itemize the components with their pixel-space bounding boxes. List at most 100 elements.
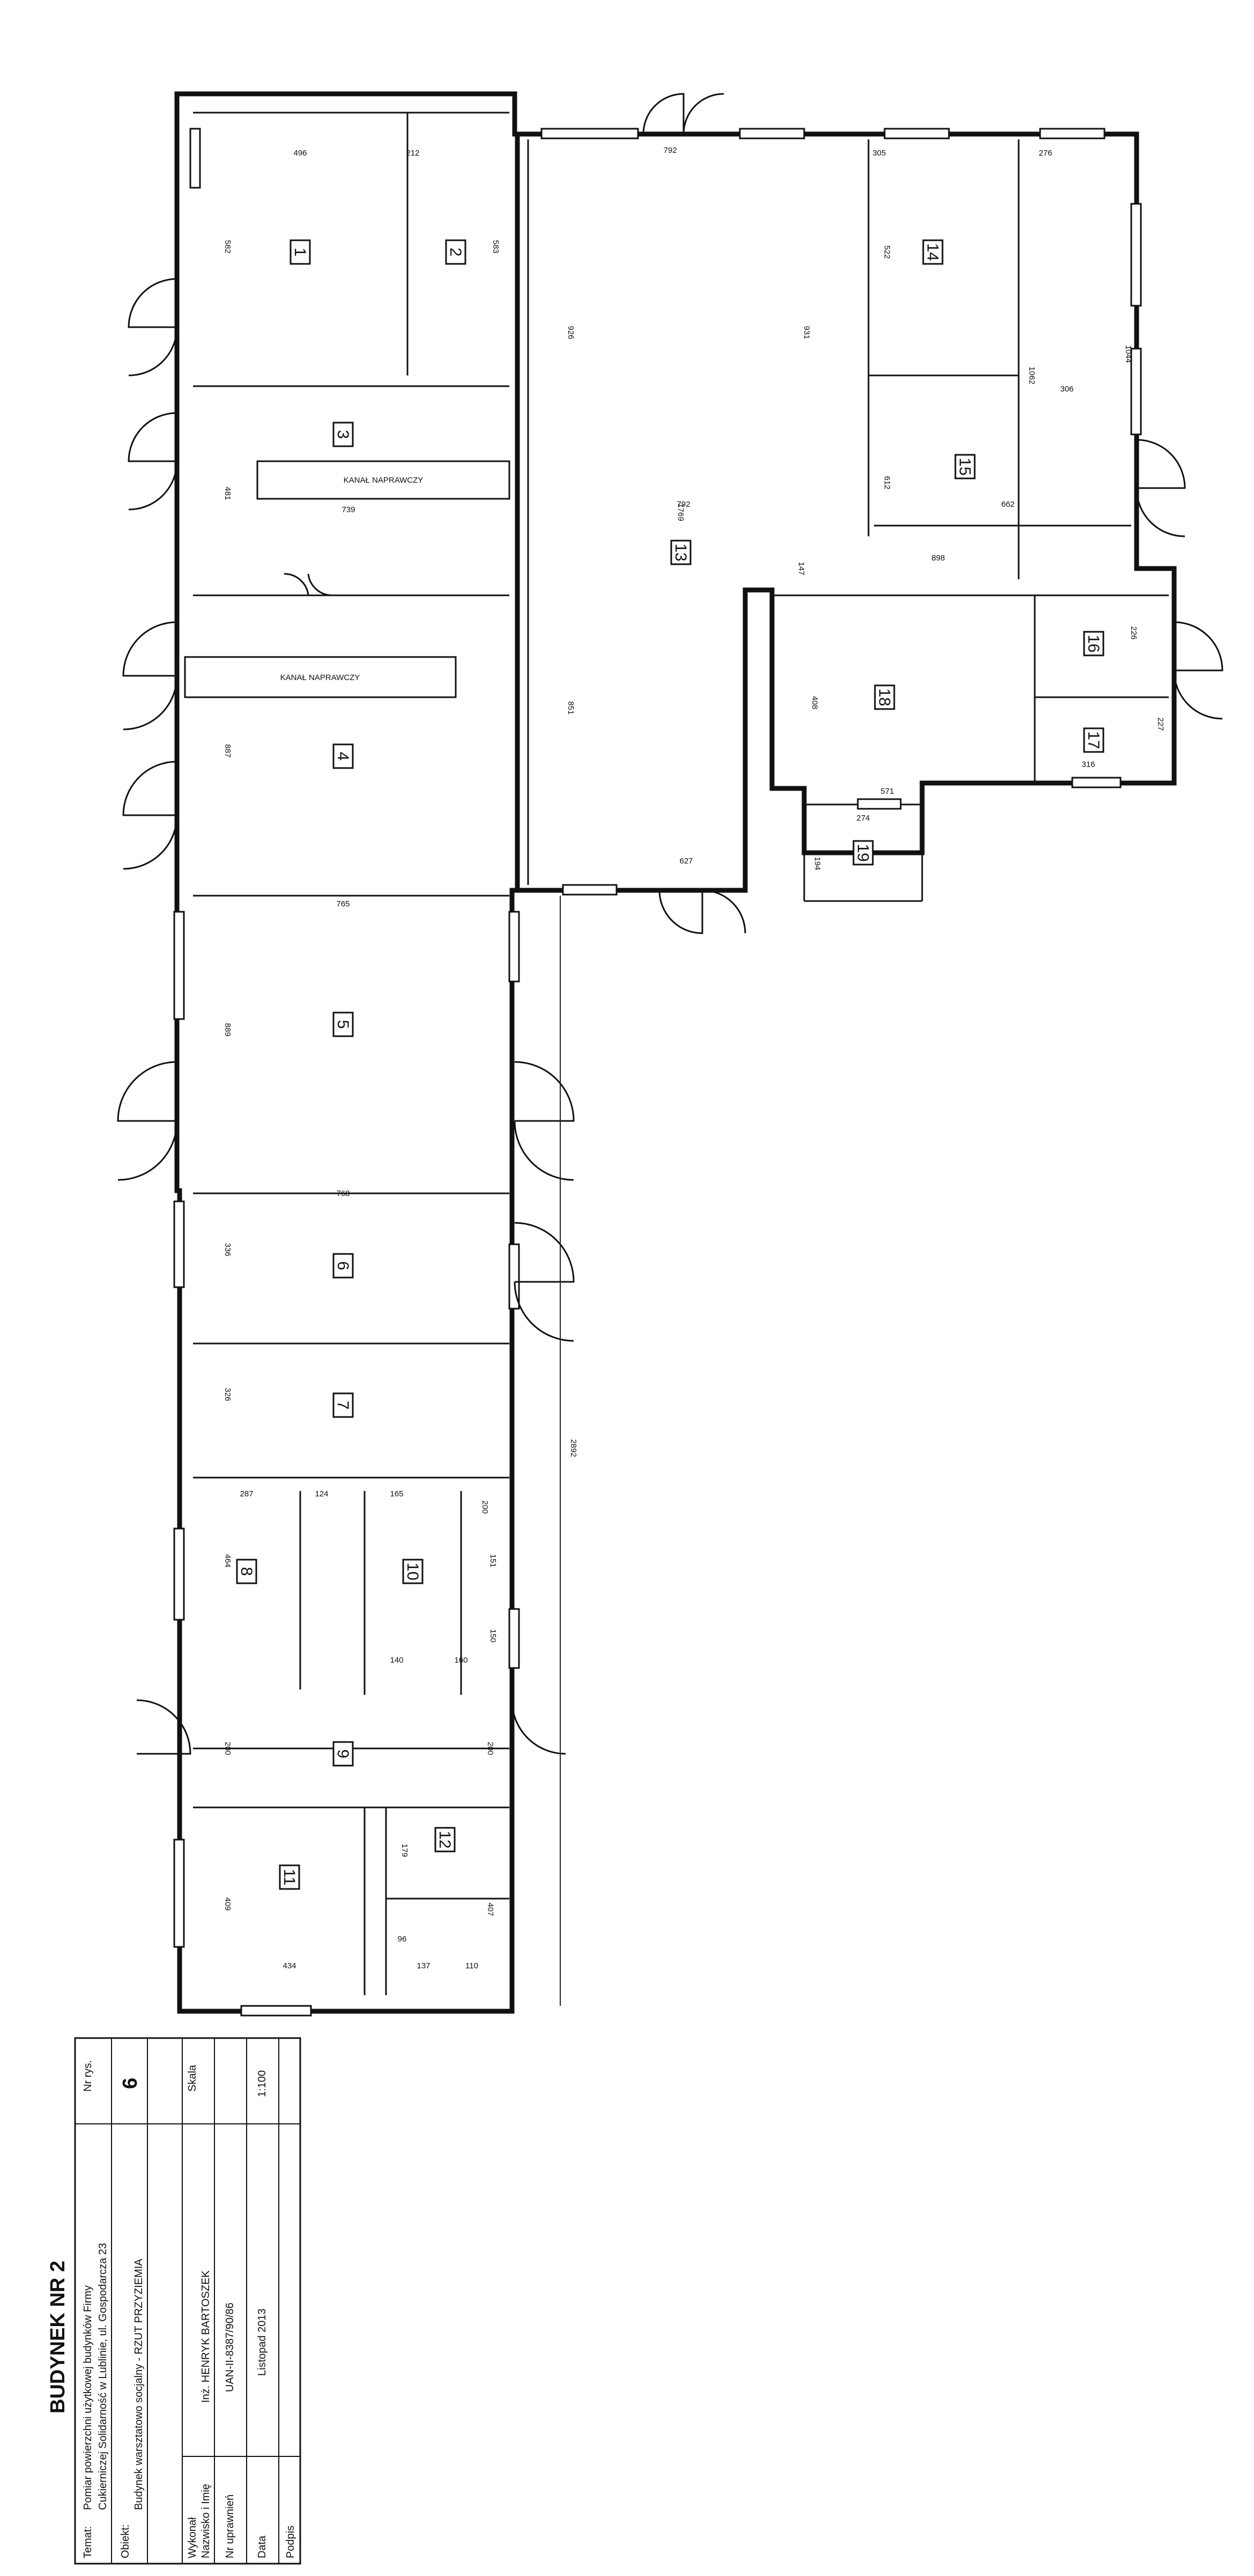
- dimension-label: 110: [465, 1961, 478, 1970]
- dimension-label: 612: [882, 476, 892, 489]
- dimension-label: 662: [1001, 500, 1014, 509]
- room-number: 17: [1085, 731, 1102, 749]
- room-label-box: [236, 1559, 257, 1584]
- dimension-label: 306: [1060, 385, 1073, 394]
- room-label-box: [922, 239, 944, 265]
- dimension-label: 165: [390, 1489, 403, 1499]
- dimension-label: 226: [1129, 626, 1138, 639]
- dimension-label: 160: [454, 1656, 468, 1665]
- room-label-8: 8: [236, 1559, 257, 1584]
- repair-channel-1: [256, 460, 510, 500]
- dimension-label: 1769: [676, 503, 685, 521]
- dimension-label: 1044: [1124, 345, 1133, 363]
- dimension-label: 305: [872, 149, 886, 158]
- room-number: 12: [436, 1830, 454, 1848]
- plan-walls: [174, 91, 1177, 2014]
- room-label-box: [332, 1392, 354, 1418]
- room-label-box: [874, 684, 895, 710]
- dimension-label: 408: [810, 696, 819, 709]
- dimension-label: 768: [336, 1189, 350, 1198]
- dimension-label: 194: [813, 857, 822, 870]
- dimension-label: 2892: [569, 1439, 578, 1457]
- room-number: 8: [238, 1567, 255, 1576]
- room-label-17: 17: [1083, 727, 1104, 753]
- dimension-label: 481: [223, 486, 232, 500]
- room-number: 19: [854, 844, 872, 861]
- room-label-box: [332, 1253, 354, 1279]
- dimension-label: 227: [1156, 717, 1165, 730]
- scale-label: Skala: [187, 2064, 198, 2092]
- dimension-label: 137: [417, 1961, 430, 1970]
- room-number: 9: [334, 1750, 352, 1759]
- dimension-label: 765: [336, 899, 350, 909]
- tb-row-label: Data: [256, 2535, 268, 2558]
- dimension-label: 926: [566, 326, 575, 339]
- dimension-label: 464: [223, 1554, 232, 1567]
- room-number: 2: [447, 248, 464, 257]
- room-label-box: [332, 422, 354, 447]
- room-label-box: [852, 840, 874, 866]
- dimension-label: 887: [223, 744, 232, 757]
- room-label-4: 4: [332, 743, 354, 769]
- room-label-2: 2: [445, 239, 466, 265]
- dimension-label: 140: [390, 1656, 403, 1665]
- room-number: 10: [404, 1562, 421, 1580]
- dimension-label: 851: [566, 701, 575, 714]
- tb-row-value: UAN-II-8387/90/86: [224, 2302, 236, 2392]
- room-label-box: [1083, 727, 1104, 753]
- room-label-6: 6: [332, 1253, 354, 1279]
- dimension-label: 792: [677, 500, 690, 509]
- tb-row-label: Wykonał: [187, 2517, 198, 2558]
- sheet-number: 6: [119, 2078, 142, 2089]
- dimension-label: 150: [488, 1629, 498, 1642]
- dimension-label: 274: [856, 814, 870, 823]
- dimension-label: 739: [342, 505, 355, 514]
- room-label-13: 13: [670, 540, 692, 565]
- dimension-label: 276: [1038, 149, 1052, 158]
- room-label-5: 5: [332, 1012, 354, 1037]
- room-label-1: 1: [290, 239, 311, 265]
- dimension-label: 627: [679, 857, 693, 866]
- room-label-box: [1083, 631, 1104, 656]
- dimension-label: 434: [283, 1961, 296, 1970]
- dimension-label: 931: [802, 326, 811, 339]
- dimension-label: 151: [488, 1554, 498, 1567]
- dimension-label: 124: [315, 1489, 328, 1499]
- dimension-label: 96: [398, 1935, 407, 1944]
- dimension-label: 212: [406, 149, 419, 158]
- dimension-label: 582: [223, 240, 232, 253]
- room-number: 14: [924, 243, 941, 261]
- scale-value: 1:100: [256, 2070, 268, 2097]
- room-label-3: 3: [332, 422, 354, 447]
- room-label-7: 7: [332, 1392, 354, 1418]
- windows: [173, 128, 1142, 2017]
- tb-row-value: Pomiar powierzchni użytkowej budynków Fi…: [82, 2285, 94, 2510]
- title-block: BUDYNEK NR 2 Temat: Pomiar powierzchni u…: [47, 2037, 301, 2565]
- room-label-12: 12: [434, 1827, 456, 1852]
- repair-channel-label: KANAŁ NAPRAWCZY: [280, 673, 360, 682]
- dimension-label: 889: [223, 1023, 232, 1036]
- room-number: 7: [334, 1401, 352, 1410]
- room-label-11: 11: [279, 1864, 300, 1890]
- repair-channel-label: KANAŁ NAPRAWCZY: [344, 476, 424, 485]
- room-number: 6: [334, 1261, 352, 1271]
- room-label-10: 10: [402, 1559, 424, 1584]
- room-number: 11: [280, 1869, 298, 1885]
- room-label-box: [445, 239, 466, 265]
- room-number: 5: [334, 1020, 352, 1029]
- repair-channel-2: [184, 656, 457, 698]
- dimension-label: 147: [797, 562, 806, 575]
- room-number: 1: [291, 248, 309, 257]
- tb-row-value: Cukierniczej Solidarność w Lublinie, ul.…: [97, 2243, 109, 2510]
- dimension-label: 522: [882, 245, 892, 259]
- room-label-box: [670, 540, 692, 565]
- dimension-label: 583: [491, 240, 500, 253]
- room-label-19: 19: [852, 840, 874, 866]
- dimension-label: 326: [223, 1387, 232, 1401]
- room-number: 4: [334, 752, 352, 761]
- dimension-label: 179: [400, 1843, 409, 1857]
- tb-row-value: Inż. HENRYK BARTOSZEK: [200, 2270, 212, 2403]
